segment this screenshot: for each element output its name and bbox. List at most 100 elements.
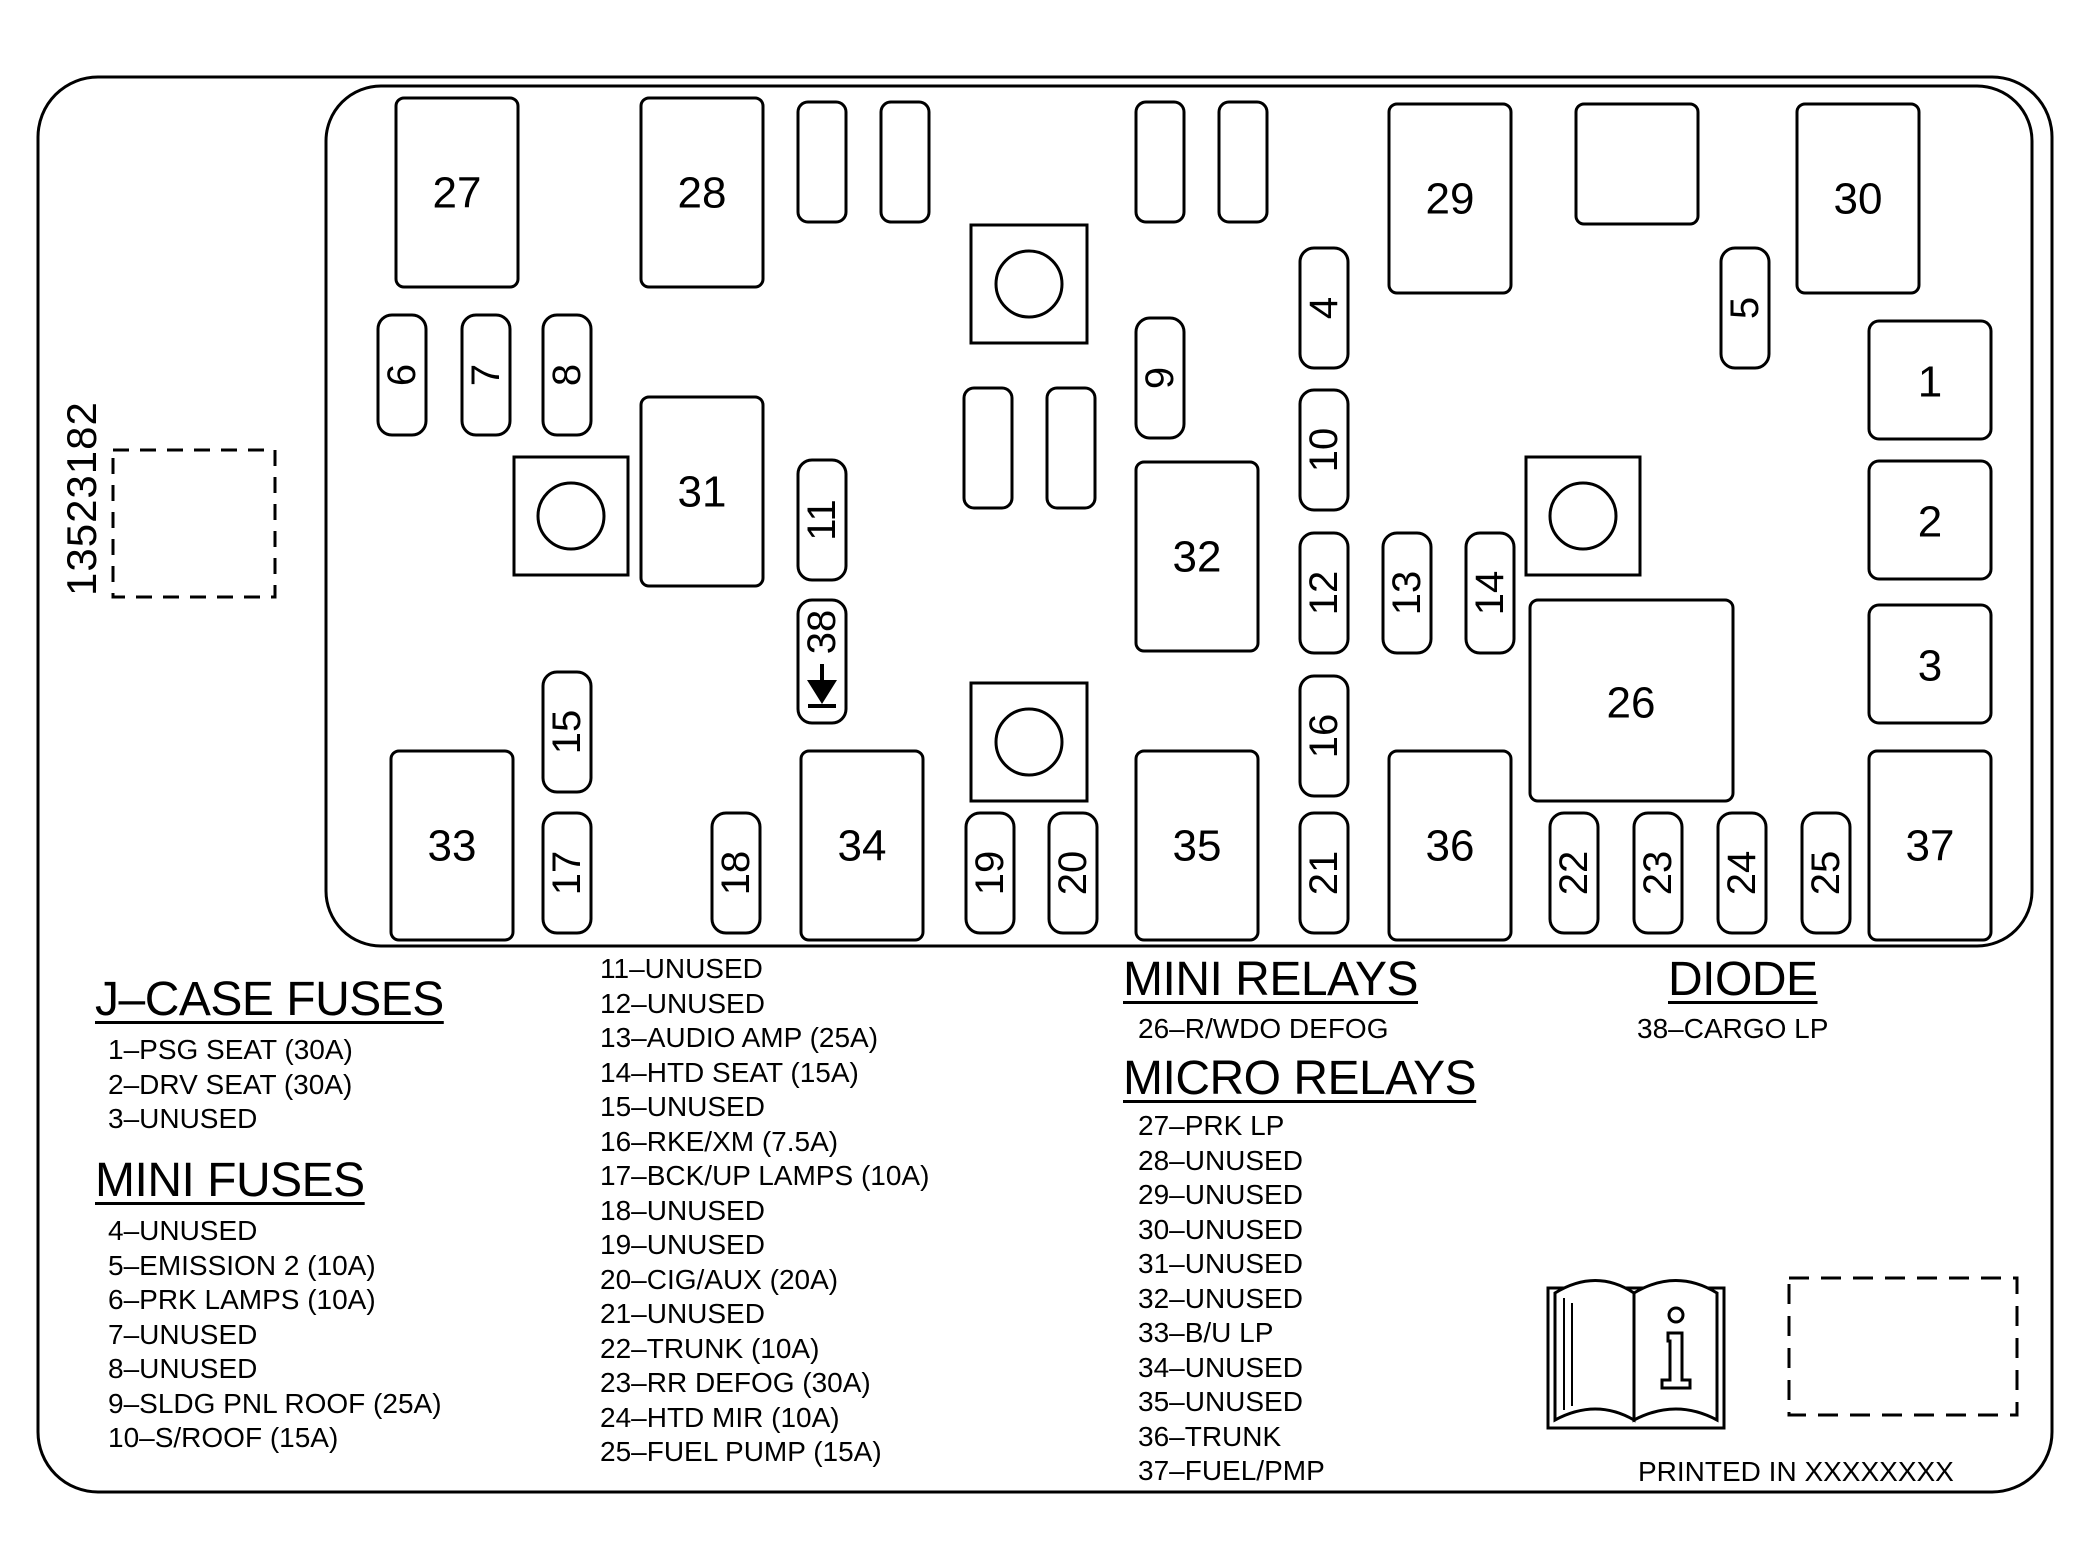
list-item: 32–UNUSED: [1138, 1282, 1303, 1314]
mounting-bolt: [1524, 455, 1642, 577]
svg-text:11: 11: [800, 499, 844, 541]
mini-fuse-8: 8: [541, 313, 593, 437]
svg-text:22: 22: [1552, 851, 1596, 896]
mini-fuse-25: 25: [1800, 811, 1852, 935]
relay-31: 31: [639, 395, 765, 588]
list-item: 34–UNUSED: [1138, 1351, 1303, 1383]
svg-text:1: 1: [1918, 358, 1942, 407]
empty-fuse-slots: [796, 100, 1269, 510]
mounting-bolt: [512, 455, 630, 577]
svg-text:32: 32: [1173, 533, 1222, 582]
svg-text:26: 26: [1607, 679, 1656, 728]
mini-fuse-10: 10: [1298, 388, 1350, 512]
relay-35: 35: [1134, 749, 1260, 942]
mini-fuse-21: 21: [1298, 811, 1350, 935]
list-item: 18–UNUSED: [600, 1194, 765, 1226]
svg-text:33: 33: [428, 822, 477, 871]
svg-text:19: 19: [968, 851, 1012, 896]
svg-text:28: 28: [678, 169, 727, 218]
empty-relay-slot: [1574, 102, 1700, 226]
svg-text:12: 12: [1302, 571, 1346, 616]
svg-text:16: 16: [1302, 714, 1346, 759]
mini-fuse-12: 12: [1298, 531, 1350, 655]
relay-33: 33: [389, 749, 515, 942]
dashed-placeholder-left: [111, 448, 277, 599]
svg-text:15: 15: [545, 710, 589, 755]
svg-text:18: 18: [714, 851, 758, 896]
owner-manual-info-icon: [1546, 1279, 1726, 1430]
mini-fuses-heading: MINI FUSES: [95, 1154, 365, 1207]
list-item: 28–UNUSED: [1138, 1144, 1303, 1176]
list-item: 20–CIG/AUX (20A): [600, 1263, 839, 1295]
svg-text:29: 29: [1426, 175, 1475, 224]
relay-29: 29: [1387, 102, 1513, 295]
list-item: 16–RKE/XM (7.5A): [600, 1125, 839, 1157]
svg-text:3: 3: [1918, 642, 1942, 691]
list-item: 23–RR DEFOG (30A): [600, 1367, 871, 1398]
dashed-placeholder-right: [1787, 1276, 2019, 1417]
list-item: 27–PRK LP: [1138, 1110, 1285, 1141]
mini-fuse-9: 9: [1134, 316, 1186, 440]
relay-30: 30: [1795, 102, 1921, 295]
list-item: 3–UNUSED: [108, 1103, 258, 1134]
diode-38: 38: [796, 598, 848, 725]
svg-text:36: 36: [1426, 822, 1475, 871]
svg-text:17: 17: [545, 851, 589, 896]
svg-text:8: 8: [545, 364, 589, 386]
mini-fuse-14: 14: [1464, 531, 1516, 655]
mini-fuse-18: 18: [710, 811, 762, 935]
list-item: 15–UNUSED: [600, 1091, 765, 1122]
list-item: 7–UNUSED: [108, 1318, 258, 1350]
micro-relays-list: 27–PRK LP 28–UNUSED 29–UNUSED 30–UNUSED …: [1138, 1109, 1325, 1489]
relay-27: 27: [394, 96, 520, 289]
relay-32: 32: [1134, 460, 1260, 653]
list-item: 36–TRUNK: [1138, 1420, 1282, 1452]
svg-text:35: 35: [1173, 822, 1222, 871]
list-item: 12–UNUSED: [600, 987, 765, 1019]
mini-relays-heading: MINI RELAYS: [1123, 953, 1419, 1006]
mini-fuse-11: 11: [796, 458, 848, 582]
svg-text:34: 34: [838, 822, 887, 871]
j-case-fuses-list: 1–PSG SEAT (30A) 2–DRV SEAT (30A) 3–UNUS…: [108, 1033, 353, 1137]
svg-text:7: 7: [464, 364, 508, 386]
list-item: 29–UNUSED: [1138, 1179, 1303, 1210]
j-case-fuses-heading: J–CASE FUSES: [95, 973, 444, 1026]
svg-text:37: 37: [1906, 822, 1955, 871]
list-item: 19–UNUSED: [600, 1229, 765, 1260]
svg-text:31: 31: [678, 468, 727, 517]
relay-28: 28: [639, 96, 765, 289]
list-item: 38–CARGO LP: [1637, 1013, 1829, 1044]
list-item: 25–FUEL PUMP (15A): [600, 1436, 882, 1467]
list-item: 35–UNUSED: [1138, 1386, 1303, 1417]
list-item: 11–UNUSED: [600, 953, 763, 984]
diode-heading: DIODE: [1668, 953, 1818, 1006]
jcase-fuse-1: 1: [1867, 319, 1993, 441]
mini-fuse-6: 6: [376, 313, 428, 437]
relay-34: 34: [799, 749, 925, 942]
list-item: 21–UNUSED: [600, 1298, 765, 1329]
mini-fuse-22: 22: [1548, 811, 1600, 935]
svg-text:4: 4: [1302, 297, 1346, 319]
list-item: 9–SLDG PNL ROOF (25A): [108, 1387, 442, 1419]
diode-arrow-icon: [807, 664, 837, 708]
mini-relays-list: 26–R/WDO DEFOG: [1138, 1012, 1388, 1047]
list-item: 14–HTD SEAT (15A): [600, 1056, 859, 1088]
mini-fuses-list: 4–UNUSED 5–EMISSION 2 (10A) 6–PRK LAMPS …: [108, 1214, 442, 1456]
svg-text:38: 38: [800, 610, 844, 655]
jcase-fuse-3: 3: [1867, 603, 1993, 725]
list-item: 10–S/ROOF (15A): [108, 1422, 339, 1453]
svg-text:13: 13: [1385, 571, 1429, 616]
mini-fuses-list-continued: 11–UNUSED 12–UNUSED 13–AUDIO AMP (25A) 1…: [600, 952, 929, 1470]
svg-text:25: 25: [1804, 851, 1848, 896]
fuse-block-housing: [324, 84, 2034, 948]
svg-text:10: 10: [1302, 428, 1346, 473]
svg-text:27: 27: [433, 169, 482, 218]
list-item: 13–AUDIO AMP (25A): [600, 1022, 879, 1053]
svg-text:20: 20: [1051, 851, 1095, 896]
mini-fuse-23: 23: [1632, 811, 1684, 935]
list-item: 5–EMISSION 2 (10A): [108, 1249, 376, 1281]
svg-text:24: 24: [1720, 851, 1764, 896]
list-item: 8–UNUSED: [108, 1353, 258, 1384]
svg-text:21: 21: [1302, 851, 1346, 896]
